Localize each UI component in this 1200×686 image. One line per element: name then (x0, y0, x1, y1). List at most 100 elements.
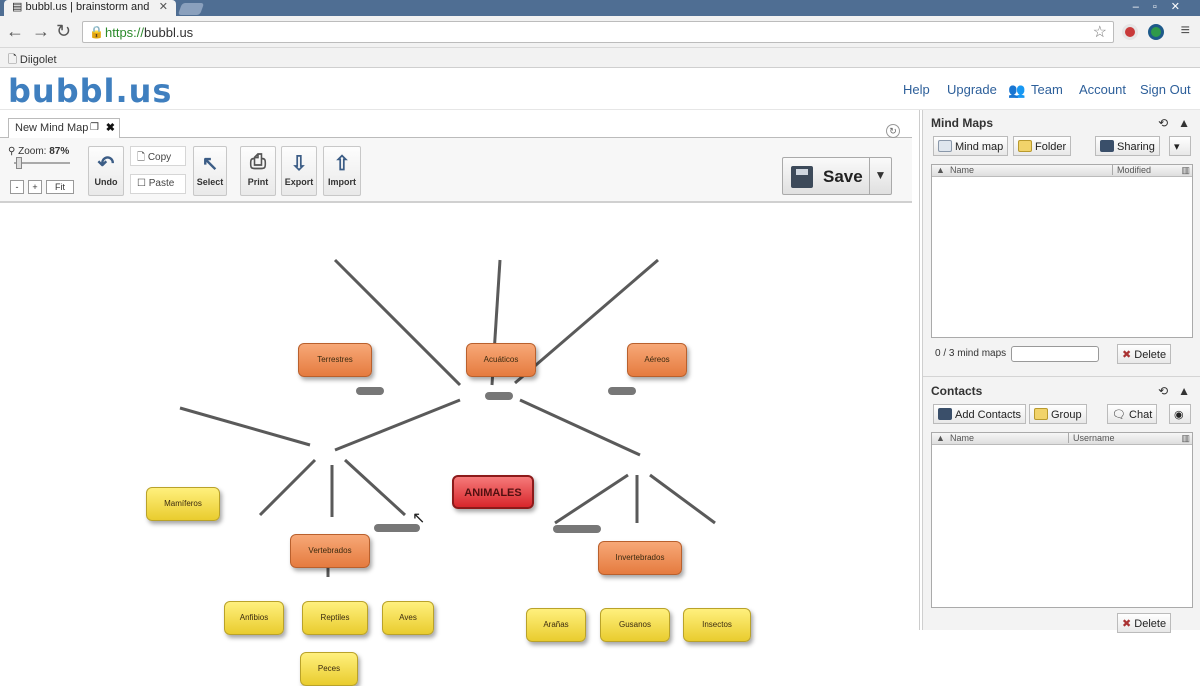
connection-handle[interactable] (374, 524, 420, 532)
forward-icon[interactable]: → (32, 21, 50, 41)
sharing-icon (1100, 140, 1114, 152)
connection-handle[interactable] (485, 392, 513, 400)
new-tab-button[interactable] (177, 3, 205, 15)
nav-account[interactable]: Account (1079, 82, 1126, 97)
document-tab[interactable]: New Mind Map ❐ ✖ (8, 118, 120, 138)
export-icon: ⇩ (290, 153, 308, 175)
print-button[interactable]: ⎙Print (240, 146, 276, 196)
contacts-list[interactable]: ▲ Name Username ▥ (931, 432, 1193, 608)
column-name[interactable]: Name (950, 165, 975, 175)
mouse-cursor: ↖ (412, 510, 426, 527)
sharing-button[interactable]: Sharing (1095, 136, 1160, 156)
node-aranas[interactable]: Arañas (526, 608, 586, 642)
back-icon[interactable]: ← (6, 21, 24, 41)
close-tab-icon[interactable]: ✕ (158, 1, 168, 13)
zoom-fit-button[interactable]: Fit (46, 180, 74, 194)
workspace: New Mind Map ❐ ✖ ↻ ⚲ Zoom: 87% - + Fit ↶… (0, 110, 920, 686)
zoom-label: ⚲ Zoom: 87% (8, 146, 70, 157)
column-name[interactable]: Name (950, 433, 975, 443)
import-button[interactable]: ⇧Import (323, 146, 361, 196)
sharing-dropdown[interactable]: ▾ (1169, 136, 1191, 156)
column-username[interactable]: Username (1068, 433, 1115, 443)
popout-icon[interactable]: ❐ (90, 122, 99, 133)
node-reptiles[interactable]: Reptiles (302, 601, 368, 635)
add-contacts-button[interactable]: Add Contacts (933, 404, 1027, 424)
close-icon[interactable]: ✖ (105, 122, 115, 134)
paste-button[interactable]: ☐ Paste (130, 174, 186, 194)
connection-handle[interactable] (356, 387, 384, 395)
nav-team[interactable]: Team (1031, 82, 1063, 97)
select-button[interactable]: ↖Select (193, 146, 227, 196)
window-controls[interactable]: –▫✕ (1132, 1, 1194, 13)
node-acuaticos[interactable]: Acuáticos (466, 343, 536, 377)
mind-map-canvas[interactable]: Terrestres Acuáticos Aéreos ANIMALES Mam… (0, 205, 918, 686)
chat-button[interactable]: 🗨 Chat (1107, 404, 1158, 424)
document-tab-strip: New Mind Map ❐ ✖ ↻ (0, 116, 912, 138)
extension-green-icon[interactable] (1148, 24, 1164, 40)
mind-map-search-input[interactable] (1011, 346, 1099, 362)
sort-icon: ▲ (936, 165, 945, 175)
select-arrow-icon: ↖ (201, 153, 219, 175)
copy-button[interactable]: 🗋 Copy (130, 146, 186, 166)
connection-handle[interactable] (553, 525, 601, 533)
bookmark-diigolet[interactable]: 🗋 Diigolet (8, 54, 57, 66)
zoom-out-button[interactable]: - (10, 180, 24, 194)
new-folder-button[interactable]: Folder (1013, 136, 1072, 156)
nav-upgrade[interactable]: Upgrade (947, 82, 997, 97)
mind-maps-list[interactable]: ▲ Name Modified ▥ (931, 164, 1193, 338)
folder-icon (1018, 140, 1032, 152)
column-modified[interactable]: Modified (1112, 165, 1151, 175)
address-bar[interactable]: 🔒 https://bubbl.us ☆ (82, 21, 1114, 43)
node-anfibios[interactable]: Anfibios (224, 601, 284, 635)
refresh-icon[interactable]: ↻ (886, 124, 900, 138)
menu-icon[interactable]: ≡ (1180, 22, 1190, 39)
star-icon[interactable]: ☆ (1092, 24, 1107, 41)
mind-maps-panel-controls[interactable]: ⟲ ▲ (1158, 116, 1190, 130)
contacts-panel-controls[interactable]: ⟲ ▲ (1158, 384, 1190, 398)
node-insectos[interactable]: Insectos (683, 608, 751, 642)
chat-status-icon[interactable]: ◉ (1169, 404, 1191, 424)
save-button[interactable]: Save ▼ (782, 157, 892, 195)
delete-icon: ✖ (1122, 349, 1135, 361)
delete-mind-map-button[interactable]: ✖ Delete (1117, 344, 1172, 364)
node-peces[interactable]: Peces (300, 652, 358, 686)
group-button[interactable]: Group (1029, 404, 1087, 424)
node-aereos[interactable]: Aéreos (627, 343, 687, 377)
lock-icon: 🔒 (89, 25, 104, 39)
reload-icon[interactable]: ↻ (56, 21, 72, 41)
group-icon (1034, 408, 1048, 420)
import-icon: ⇧ (333, 153, 351, 175)
extension-red-icon[interactable] (1122, 24, 1138, 40)
node-mamiferos[interactable]: Mamíferos (146, 487, 220, 521)
undo-icon: ↶ (97, 153, 115, 175)
browser-tab-strip: ▤ bubbl.us | brainstorm and ✕ –▫✕ (0, 0, 1200, 16)
zoom-slider-knob[interactable] (16, 157, 22, 169)
new-mind-map-button[interactable]: Mind map (933, 136, 1009, 156)
connection-handle[interactable] (608, 387, 636, 395)
app-header: bubbl.us Help Upgrade 👥 Team Account Sig… (0, 68, 1200, 110)
logo[interactable]: bubbl.us (8, 72, 173, 110)
url-scheme: https:// (105, 25, 145, 40)
sort-icon: ▲ (936, 433, 945, 443)
delete-contact-button[interactable]: ✖ Delete (1117, 613, 1172, 633)
browser-tab[interactable]: ▤ bubbl.us | brainstorm and ✕ (4, 0, 176, 16)
dropdown-icon[interactable]: ▼ (869, 158, 891, 194)
node-terrestres[interactable]: Terrestres (298, 343, 372, 377)
ribbon-toolbar: ⚲ Zoom: 87% - + Fit ↶Undo 🗋 Copy ☐ Paste… (0, 138, 912, 203)
zoom-slider[interactable] (14, 157, 70, 169)
node-invertebrados[interactable]: Invertebrados (598, 541, 682, 575)
node-animales[interactable]: ANIMALES (452, 475, 534, 509)
save-label: Save (823, 167, 863, 186)
contacts-list-header: ▲ Name Username ▥ (932, 433, 1192, 445)
right-panel: Mind Maps ⟲ ▲ Mind map Folder Sharing ▾ … (922, 110, 1200, 633)
node-vertebrados[interactable]: Vertebrados (290, 534, 370, 568)
zoom-in-button[interactable]: + (28, 180, 42, 194)
disk-icon (791, 166, 813, 188)
bookmarks-bar: 🗋 Diigolet (0, 48, 1200, 68)
export-button[interactable]: ⇩Export (281, 146, 317, 196)
undo-button[interactable]: ↶Undo (88, 146, 124, 196)
mind-maps-title: Mind Maps (931, 116, 993, 130)
node-gusanos[interactable]: Gusanos (600, 608, 670, 642)
nav-sign-out[interactable]: Sign Out (1140, 82, 1191, 97)
nav-help[interactable]: Help (903, 82, 930, 97)
